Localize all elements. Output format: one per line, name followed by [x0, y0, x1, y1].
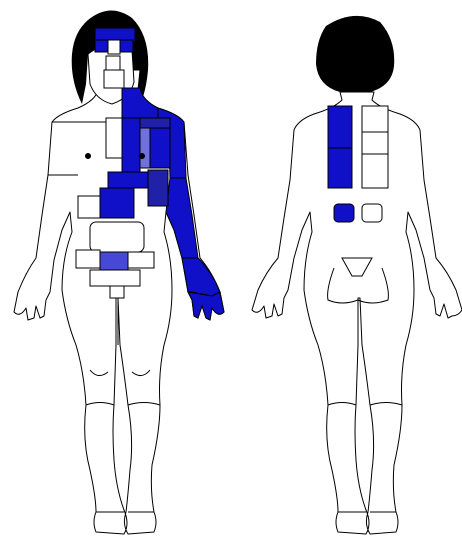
- region-mouth: [106, 56, 120, 70]
- region-left-chest-top: [140, 118, 170, 128]
- region-left-hand: [188, 292, 224, 320]
- region-right-lumbar: [362, 204, 382, 222]
- back-body-view: [252, 16, 462, 534]
- region-suprapubic: [100, 252, 128, 270]
- region-right-upper-back: [362, 106, 388, 132]
- region-epigastric: [108, 172, 148, 188]
- region-pelvic: [90, 270, 140, 286]
- region-left-upper-back: [328, 106, 352, 148]
- region-upper-sternum: [106, 118, 122, 158]
- region-chin: [104, 70, 124, 88]
- region-umbilical: [100, 188, 134, 218]
- region-right-mid-back: [362, 154, 388, 188]
- region-nose: [108, 40, 120, 54]
- region-left-chest: [150, 128, 170, 168]
- region-groin-left: [128, 252, 154, 268]
- region-left-flank: [148, 170, 168, 206]
- region-right-eye: [119, 40, 133, 52]
- region-left-mid-back: [328, 148, 352, 188]
- right-nipple: [139, 153, 145, 159]
- region-perineum: [110, 286, 124, 298]
- region-right-flank: [78, 196, 100, 218]
- left-nipple: [85, 153, 91, 159]
- region-right-chest-strip: [140, 128, 150, 168]
- region-groin-right: [76, 250, 100, 268]
- region-lower-abdomen: [90, 222, 144, 252]
- region-left-chest-upper: [122, 88, 158, 118]
- region-sternum: [122, 118, 140, 172]
- front-body-view: [14, 10, 224, 534]
- region-right-scapula: [362, 132, 388, 154]
- hair-back: [316, 16, 394, 92]
- region-left-lumbar: [334, 204, 354, 222]
- back-body-outline: [252, 92, 462, 534]
- region-left-forearm: [182, 258, 220, 296]
- region-left-eye: [95, 40, 109, 52]
